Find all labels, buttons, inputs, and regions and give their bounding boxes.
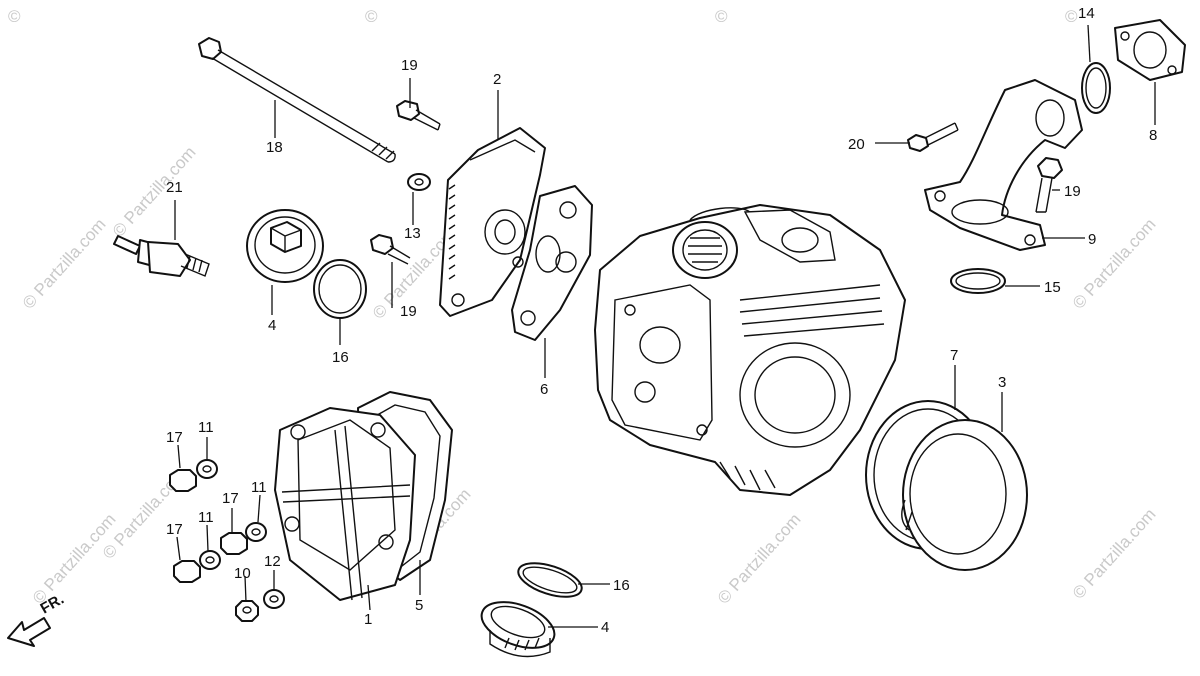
part-insulator[interactable]: [1114, 19, 1186, 81]
svg-text:©: ©: [1065, 7, 1078, 26]
callout-10: 10: [234, 565, 251, 582]
part-washer-11c[interactable]: [199, 550, 221, 570]
svg-text:©: ©: [715, 7, 728, 26]
callout-18: 18: [266, 139, 283, 156]
callout-14: 14: [1078, 5, 1095, 22]
part-filler-cap-lower[interactable]: [475, 593, 560, 658]
callout-8: 8: [1149, 127, 1157, 144]
part-nut-17a[interactable]: [169, 469, 197, 492]
part-washer-11a[interactable]: [196, 459, 218, 479]
leader-lines: [174, 24, 1156, 628]
callout-6: 6: [540, 381, 548, 398]
part-spark-plug[interactable]: [113, 235, 210, 277]
part-nut-17c[interactable]: [173, 560, 201, 583]
part-o-ring-lower[interactable]: [514, 556, 585, 603]
callout-19-right: 19: [1064, 183, 1081, 200]
callout-21: 21: [166, 179, 183, 196]
watermark: © Partzilla.com: [1069, 215, 1160, 313]
callout-1: 1: [364, 611, 372, 628]
callout-13: 13: [404, 225, 421, 242]
callout-20: 20: [848, 136, 865, 153]
callout-11-c: 11: [198, 509, 214, 526]
watermark: © Partzilla.com: [714, 510, 805, 608]
callout-4-upper: 4: [268, 317, 276, 334]
callout-19-middle: 19: [400, 303, 417, 320]
callout-11-b: 11: [251, 479, 267, 496]
callout-5: 5: [415, 597, 423, 614]
callout-17-c: 17: [166, 521, 183, 538]
callout-3: 3: [998, 374, 1006, 391]
callout-7: 7: [950, 347, 958, 364]
part-intake-pipe[interactable]: [924, 79, 1083, 251]
part-head-cover[interactable]: [274, 407, 416, 601]
watermark: © Partzilla.com: [19, 215, 110, 313]
part-o-ring-upper[interactable]: [313, 259, 367, 319]
part-side-cover[interactable]: [439, 127, 546, 317]
part-side-cover-gasket[interactable]: [511, 185, 593, 341]
svg-text:©: ©: [365, 7, 378, 26]
part-washer-13[interactable]: [407, 173, 431, 191]
part-washer-12[interactable]: [263, 589, 285, 609]
callout-2: 2: [493, 71, 501, 88]
watermark: © Partzilla.com: [109, 143, 200, 241]
callout-16-lower: 16: [613, 577, 630, 594]
part-o-ring-14[interactable]: [1081, 62, 1111, 114]
callout-17-b: 17: [222, 490, 239, 507]
part-nut-10[interactable]: [235, 600, 259, 622]
callout-numbers: 21 18 19 2 13 4 16 19 6 20 14 8 19 9 15 …: [166, 5, 1157, 636]
part-bolt-upper[interactable]: [396, 100, 441, 131]
front-arrow-icon: [7, 617, 51, 647]
callout-11-a: 11: [198, 419, 214, 436]
part-round-cover[interactable]: [901, 419, 1028, 571]
callout-4-lower: 4: [601, 619, 609, 636]
part-bolt-20[interactable]: [907, 122, 959, 152]
part-o-ring-15[interactable]: [950, 268, 1006, 294]
part-washer-11b[interactable]: [245, 522, 267, 542]
svg-text:©: ©: [8, 7, 21, 26]
part-bolt-middle[interactable]: [370, 234, 411, 265]
part-filler-cap-upper[interactable]: [246, 209, 324, 283]
callout-17-a: 17: [166, 429, 183, 446]
part-cylinder-head: [594, 204, 906, 496]
part-stud-bolt[interactable]: [198, 37, 396, 163]
part-nut-17b[interactable]: [220, 532, 248, 555]
callout-15: 15: [1044, 279, 1061, 296]
callout-9: 9: [1088, 231, 1096, 248]
copyright-marks: © © © ©: [8, 7, 1078, 26]
callout-12: 12: [264, 553, 281, 570]
watermark: © Partzilla.com: [1069, 505, 1160, 603]
part-bolt-right[interactable]: [1035, 157, 1063, 213]
callout-19-upper: 19: [401, 57, 418, 74]
watermark: © Partzilla.com: [29, 510, 120, 608]
callout-16-upper: 16: [332, 349, 349, 366]
